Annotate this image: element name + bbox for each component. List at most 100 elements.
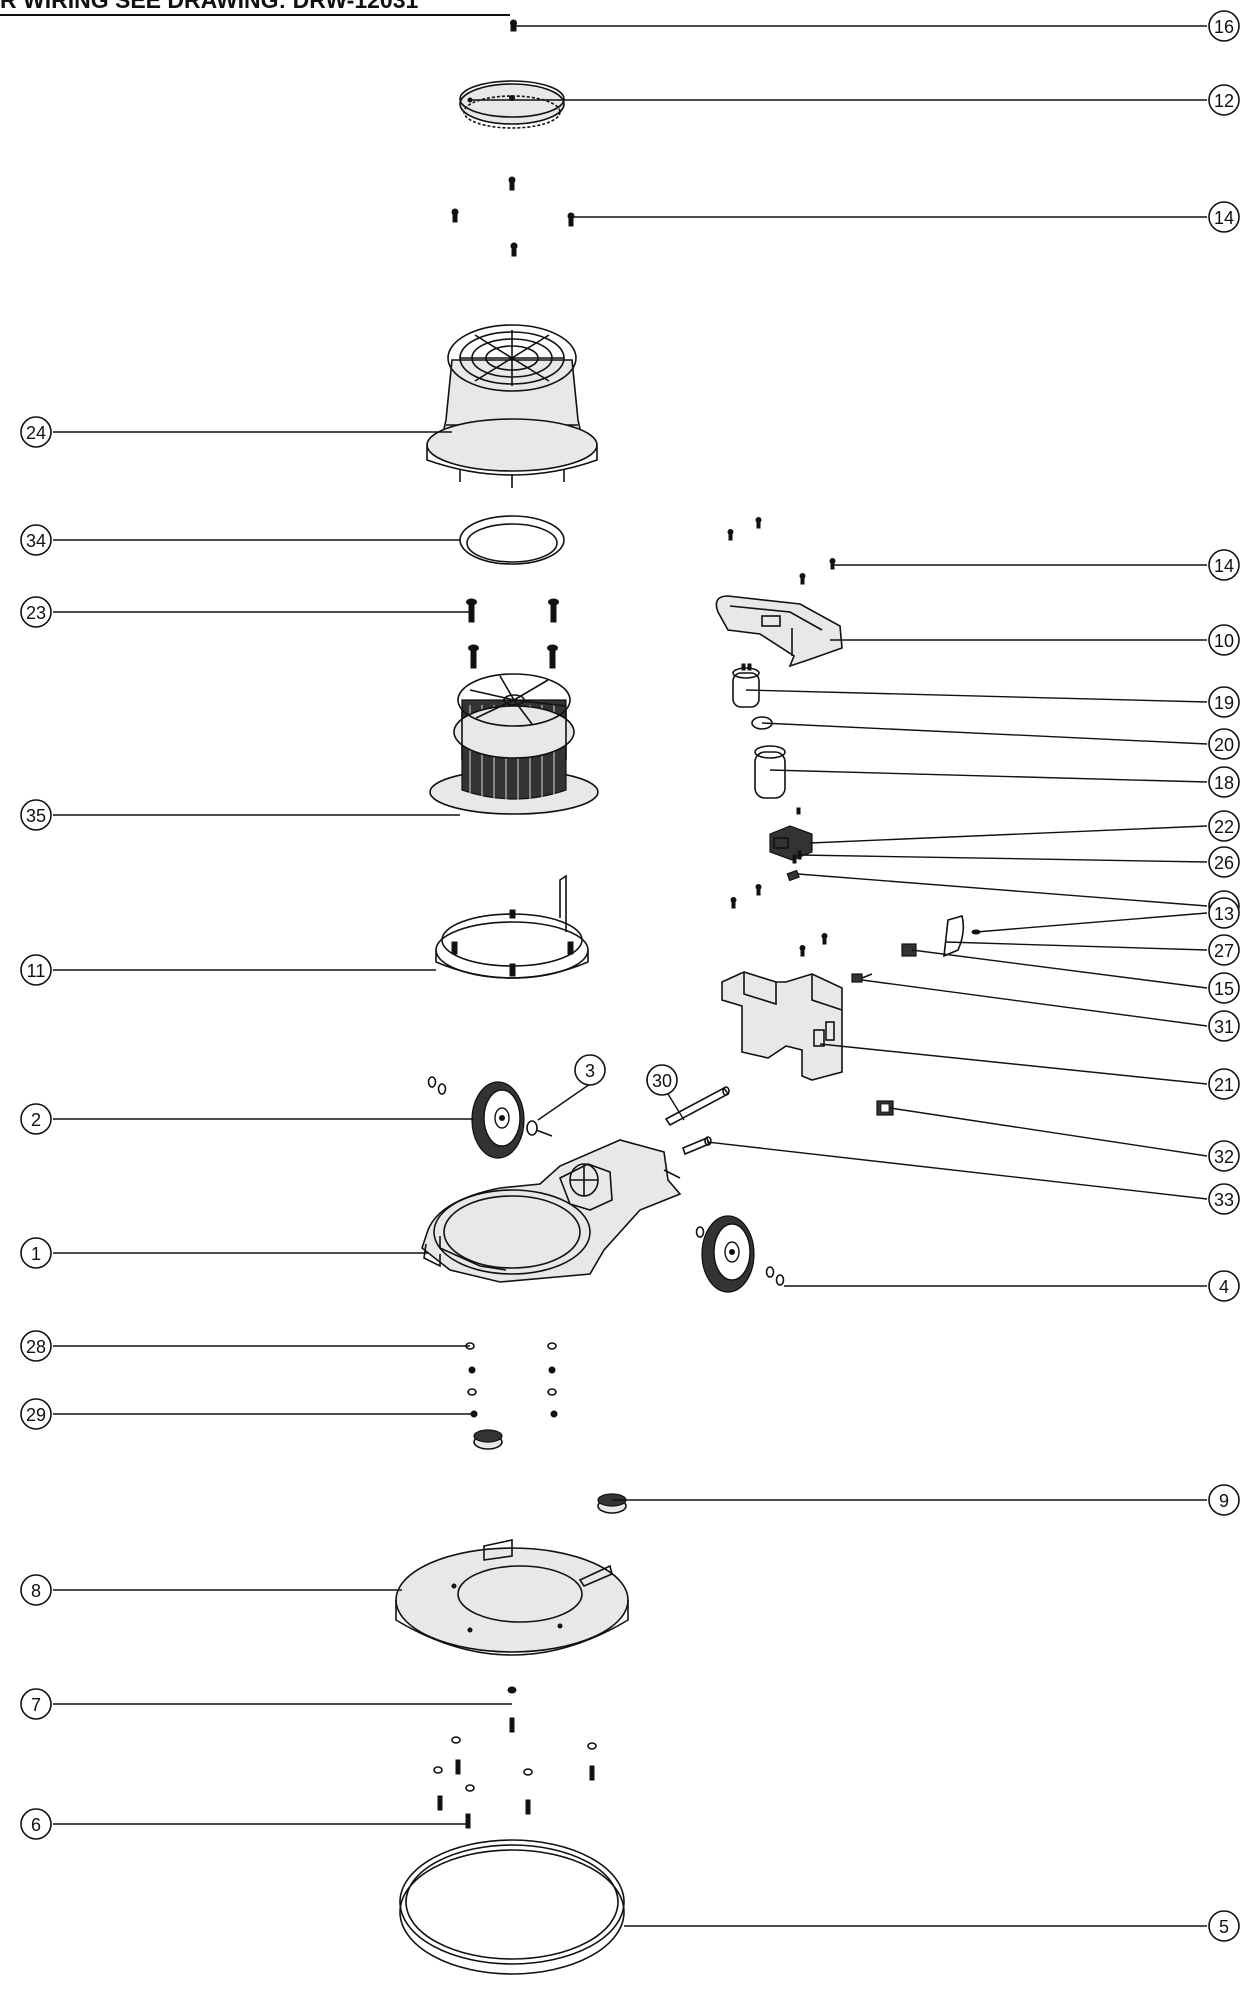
callout-14-b: 14 bbox=[1208, 549, 1240, 581]
svg-text:10: 10 bbox=[1214, 631, 1234, 651]
callout-15: 15 bbox=[1208, 972, 1240, 1004]
svg-text:35: 35 bbox=[26, 806, 46, 826]
callout-28: 28 bbox=[20, 1330, 52, 1362]
callout-29: 29 bbox=[20, 1398, 52, 1430]
part-34-gasket-ring bbox=[459, 515, 565, 565]
svg-text:7: 7 bbox=[31, 1695, 41, 1715]
svg-text:20: 20 bbox=[1214, 735, 1234, 755]
part-22-relay bbox=[769, 807, 813, 861]
svg-text:14: 14 bbox=[1214, 556, 1234, 576]
callout-22: 22 bbox=[1208, 810, 1240, 842]
svg-text:26: 26 bbox=[1214, 853, 1234, 873]
leader-lines bbox=[53, 25, 1208, 1927]
part-21-control-box bbox=[721, 971, 843, 1081]
part-30-axle bbox=[664, 1086, 730, 1127]
svg-text:24: 24 bbox=[26, 423, 46, 443]
callout-10: 10 bbox=[1208, 624, 1240, 656]
svg-text:30: 30 bbox=[652, 1071, 672, 1091]
part-1-base-chassis bbox=[421, 1129, 682, 1283]
callout-12: 12 bbox=[1208, 84, 1240, 116]
callout-35: 35 bbox=[20, 799, 52, 831]
callout-7: 7 bbox=[20, 1688, 52, 1720]
svg-text:27: 27 bbox=[1214, 941, 1234, 961]
svg-text:15: 15 bbox=[1214, 979, 1234, 999]
part-4-wheel-right bbox=[695, 1215, 785, 1293]
part-24-motor-housing bbox=[426, 324, 598, 488]
callout-2: 2 bbox=[20, 1103, 52, 1135]
callout-27: 27 bbox=[1208, 934, 1240, 966]
callout-8: 8 bbox=[20, 1574, 52, 1606]
part-10-control-cover bbox=[715, 595, 843, 668]
svg-text:9: 9 bbox=[1219, 1491, 1229, 1511]
part-31-connector bbox=[851, 973, 873, 983]
svg-text:11: 11 bbox=[27, 961, 46, 981]
callout-5: 5 bbox=[1208, 1910, 1240, 1942]
svg-text:16: 16 bbox=[1214, 17, 1234, 37]
part-14-screws-right bbox=[727, 517, 836, 585]
part-7-nut bbox=[507, 1686, 517, 1694]
svg-text:28: 28 bbox=[26, 1337, 46, 1357]
svg-text:33: 33 bbox=[1214, 1190, 1234, 1210]
callout-4: 4 bbox=[1208, 1270, 1240, 1302]
svg-text:8: 8 bbox=[31, 1581, 41, 1601]
wiring-note: R WIRING SEE DRAWING: DRW-12031 bbox=[0, 0, 418, 13]
svg-text:29: 29 bbox=[26, 1405, 46, 1425]
part-6-screws-lower bbox=[433, 1717, 597, 1829]
callout-3: 3 bbox=[574, 1054, 606, 1086]
part-2-wheel-left bbox=[427, 1076, 525, 1159]
callout-11: 11 bbox=[20, 954, 52, 986]
svg-text:18: 18 bbox=[1214, 773, 1234, 793]
svg-text:22: 22 bbox=[1214, 817, 1234, 837]
callout-1: 1 bbox=[20, 1237, 52, 1269]
part-35-motor-fan bbox=[429, 673, 599, 815]
part-28-29-fasteners bbox=[465, 1342, 558, 1450]
callout-23: 23 bbox=[20, 596, 52, 628]
svg-text:32: 32 bbox=[1214, 1147, 1234, 1167]
part-27-bracket bbox=[943, 915, 965, 958]
callout-13: 13 bbox=[1208, 897, 1240, 929]
part-14-screws-upper bbox=[451, 176, 575, 257]
svg-text:14: 14 bbox=[1214, 208, 1234, 228]
callout-31: 31 bbox=[1208, 1010, 1240, 1042]
svg-text:1: 1 bbox=[31, 1244, 41, 1264]
part-19-capacitor bbox=[732, 663, 760, 708]
svg-text:21: 21 bbox=[1214, 1075, 1234, 1095]
svg-text:31: 31 bbox=[1214, 1017, 1234, 1037]
callout-21: 21 bbox=[1208, 1068, 1240, 1100]
svg-text:23: 23 bbox=[26, 603, 46, 623]
callout-24: 24 bbox=[20, 416, 52, 448]
part-9-foot bbox=[597, 1493, 627, 1514]
part-3-washer bbox=[526, 1120, 538, 1136]
callout-6: 6 bbox=[20, 1808, 52, 1840]
callout-16: 16 bbox=[1208, 10, 1240, 42]
svg-text:5: 5 bbox=[1219, 1917, 1229, 1937]
callout-33: 33 bbox=[1208, 1183, 1240, 1215]
callout-32: 32 bbox=[1208, 1140, 1240, 1172]
svg-text:12: 12 bbox=[1214, 91, 1234, 111]
svg-text:4: 4 bbox=[1219, 1277, 1229, 1297]
part-23-bolts bbox=[466, 598, 559, 669]
callout-30: 30 bbox=[646, 1064, 678, 1096]
callout-9: 9 bbox=[1208, 1484, 1240, 1516]
callout-18: 18 bbox=[1208, 766, 1240, 798]
part-33-pin bbox=[682, 1136, 712, 1156]
callout-20: 20 bbox=[1208, 728, 1240, 760]
svg-text:6: 6 bbox=[31, 1815, 41, 1835]
part-screws-mid bbox=[730, 884, 828, 957]
part-8-base-plate bbox=[395, 1539, 629, 1656]
part-5-bumper-ring bbox=[399, 1839, 625, 1975]
callout-19: 19 bbox=[1208, 686, 1240, 718]
part-18-run-capacitor bbox=[754, 745, 786, 799]
part-12-top-cap bbox=[459, 80, 565, 129]
callout-34: 34 bbox=[20, 524, 52, 556]
part-11-ring-bracket bbox=[435, 874, 589, 979]
part-25-clip bbox=[786, 869, 800, 882]
svg-text:19: 19 bbox=[1214, 693, 1234, 713]
svg-text:34: 34 bbox=[26, 531, 46, 551]
callout-balloons: 16 12 14 24 34 14 23 10 19 20 18 35 22 2… bbox=[20, 10, 1240, 1942]
svg-text:3: 3 bbox=[585, 1061, 595, 1081]
parts-artwork bbox=[395, 19, 981, 1975]
callout-14-a: 14 bbox=[1208, 201, 1240, 233]
callout-26: 26 bbox=[1208, 846, 1240, 878]
